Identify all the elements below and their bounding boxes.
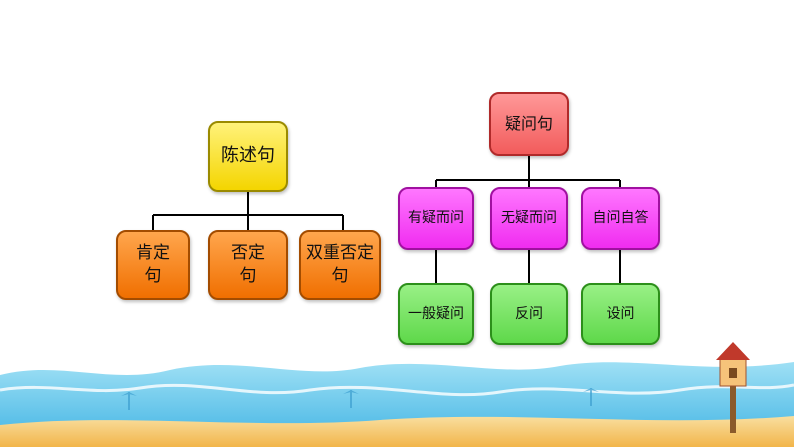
node-affirmative-sentence: 肯定 句 <box>116 230 190 300</box>
node-double-negative-sentence: 双重否定 句 <box>299 230 381 300</box>
node-rhetorical-question-type: 无疑而问 <box>490 187 568 250</box>
node-interrogative-sentence: 疑问句 <box>489 92 569 156</box>
node-label: 肯定 句 <box>136 243 170 286</box>
node-label: 否定 句 <box>231 243 265 286</box>
house-icon <box>716 342 750 433</box>
node-label: 疑问句 <box>504 114 553 134</box>
beach-decoration <box>0 342 794 447</box>
node-negative-sentence: 否定 句 <box>208 230 288 300</box>
node-genuine-question: 有疑而问 <box>398 187 474 250</box>
node-self-answer-question: 自问自答 <box>581 187 660 250</box>
node-label: 有疑而问 <box>408 210 464 227</box>
node-label: 双重否定 句 <box>306 243 374 286</box>
node-rhetorical-question: 反问 <box>490 283 568 345</box>
node-label: 自问自答 <box>592 210 649 227</box>
node-label: 一般疑问 <box>408 305 464 322</box>
node-label: 反问 <box>515 305 543 322</box>
node-declarative-sentence: 陈述句 <box>208 121 288 192</box>
node-label: 设问 <box>606 305 635 322</box>
node-label: 无疑而问 <box>501 210 557 227</box>
node-general-question: 一般疑问 <box>398 283 474 345</box>
node-hypophora: 设问 <box>581 283 660 345</box>
node-label: 陈述句 <box>221 145 275 167</box>
